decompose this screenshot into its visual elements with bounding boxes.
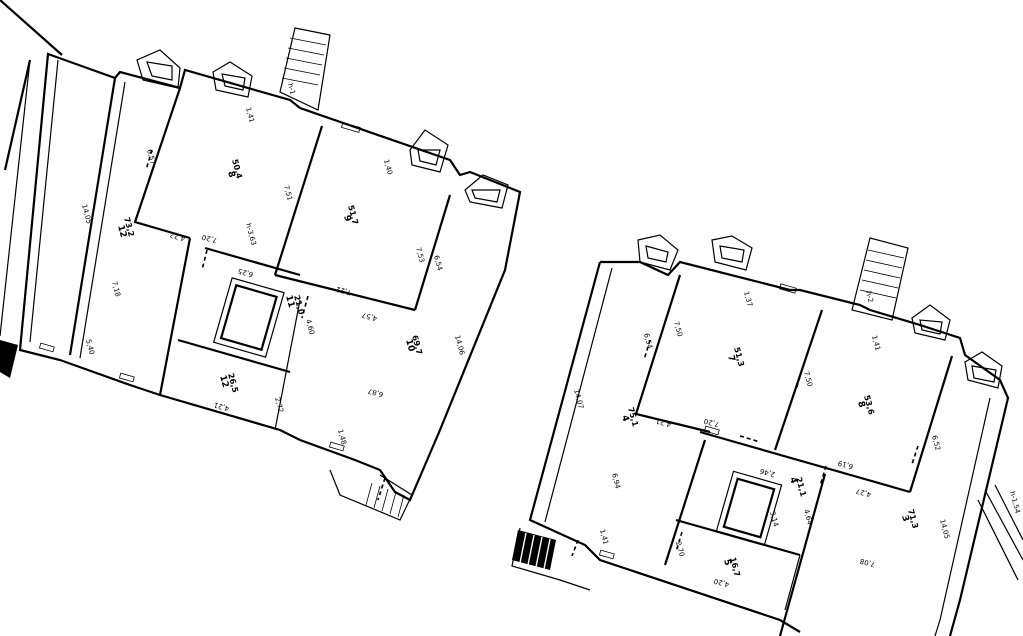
dimension-label: 1,40 [382, 158, 394, 175]
dimension-label: 4,22 [169, 231, 186, 243]
dimension-label: 14,07 [572, 388, 585, 409]
room-area: 21,1 [794, 476, 808, 498]
dimension-label: 7,51 [282, 184, 294, 201]
dimension-label: 4,64 [802, 508, 814, 526]
dimension-label: 4,20 [713, 577, 730, 589]
room-number: 4 [787, 476, 798, 485]
room-number: 12 [115, 224, 128, 239]
stair-label: h-1 [286, 82, 297, 95]
dimension-label: 4,21 [213, 401, 230, 413]
dimension-label: 6,52 [930, 434, 942, 451]
room-number: 5 [721, 558, 732, 567]
dimension-label: 6,87 [367, 387, 384, 399]
left-unit-labels: 8 50,4 9 51,7 12 73,2 11 21,0 10 69,7 12… [80, 82, 466, 445]
dimension-label: 14,05 [938, 518, 951, 539]
edge-label: h-1,54 [1008, 490, 1022, 514]
dimension-label: 7,53 [414, 246, 426, 263]
dimension-label: 2,46 [759, 466, 777, 478]
room-number: 3 [899, 514, 910, 523]
room-number: 11 [283, 294, 296, 309]
dimension-label: h-3,63 [244, 222, 258, 246]
dimension-label: 14,05 [80, 203, 93, 224]
dimension-label: 6,19 [837, 459, 854, 471]
room-number: 4 [619, 414, 630, 423]
dimension-label: 6,54 [432, 254, 444, 272]
room-number: 7 [725, 354, 736, 363]
dimension-label: 6,25 [237, 267, 254, 279]
dimension-label: 7,08 [859, 557, 876, 569]
dimension-label: 2,72 [273, 396, 285, 413]
room-number: 10 [403, 338, 416, 353]
dimension-label: 1,41 [244, 106, 256, 123]
room-area: 16,7 [728, 556, 742, 577]
room-number: 8 [855, 400, 866, 409]
dimension-label: 7,22 [335, 285, 352, 297]
dimension-label: 7,18 [110, 280, 122, 297]
room-number: 9 [341, 214, 352, 223]
dimension-label: 6,94 [610, 472, 622, 490]
left-unit [0, 0, 522, 521]
dimension-label: 6,57 [145, 148, 157, 165]
dimension-label: 1,41 [598, 528, 610, 545]
dimension-label: 7,20 [703, 417, 720, 429]
dimension-label: 2,70 [674, 540, 686, 557]
right-unit [511, 234, 1023, 636]
dimension-label: 3,14 [768, 510, 780, 528]
stair-label: h-2 [864, 290, 875, 303]
dimension-label: 1,48 [336, 428, 348, 445]
dimension-label: 7,20 [201, 233, 218, 245]
dimension-label: 6,54 [642, 332, 654, 350]
dimension-label: 7,50 [802, 370, 814, 387]
dimension-label: 5,40 [84, 338, 96, 355]
dimension-label: 1,37 [742, 290, 754, 307]
room-number: 8 [225, 170, 236, 179]
room-number: 12 [217, 374, 230, 389]
dimension-label: 4,21 [655, 417, 672, 429]
dimension-label: 7,50 [672, 320, 684, 337]
dimension-label: 1,41 [870, 334, 882, 351]
dimension-label: 4,60 [304, 318, 316, 335]
dimension-label: 4,27 [855, 487, 872, 499]
dimension-label: 4,57 [361, 311, 378, 323]
dimension-label: 14,06 [453, 334, 466, 356]
